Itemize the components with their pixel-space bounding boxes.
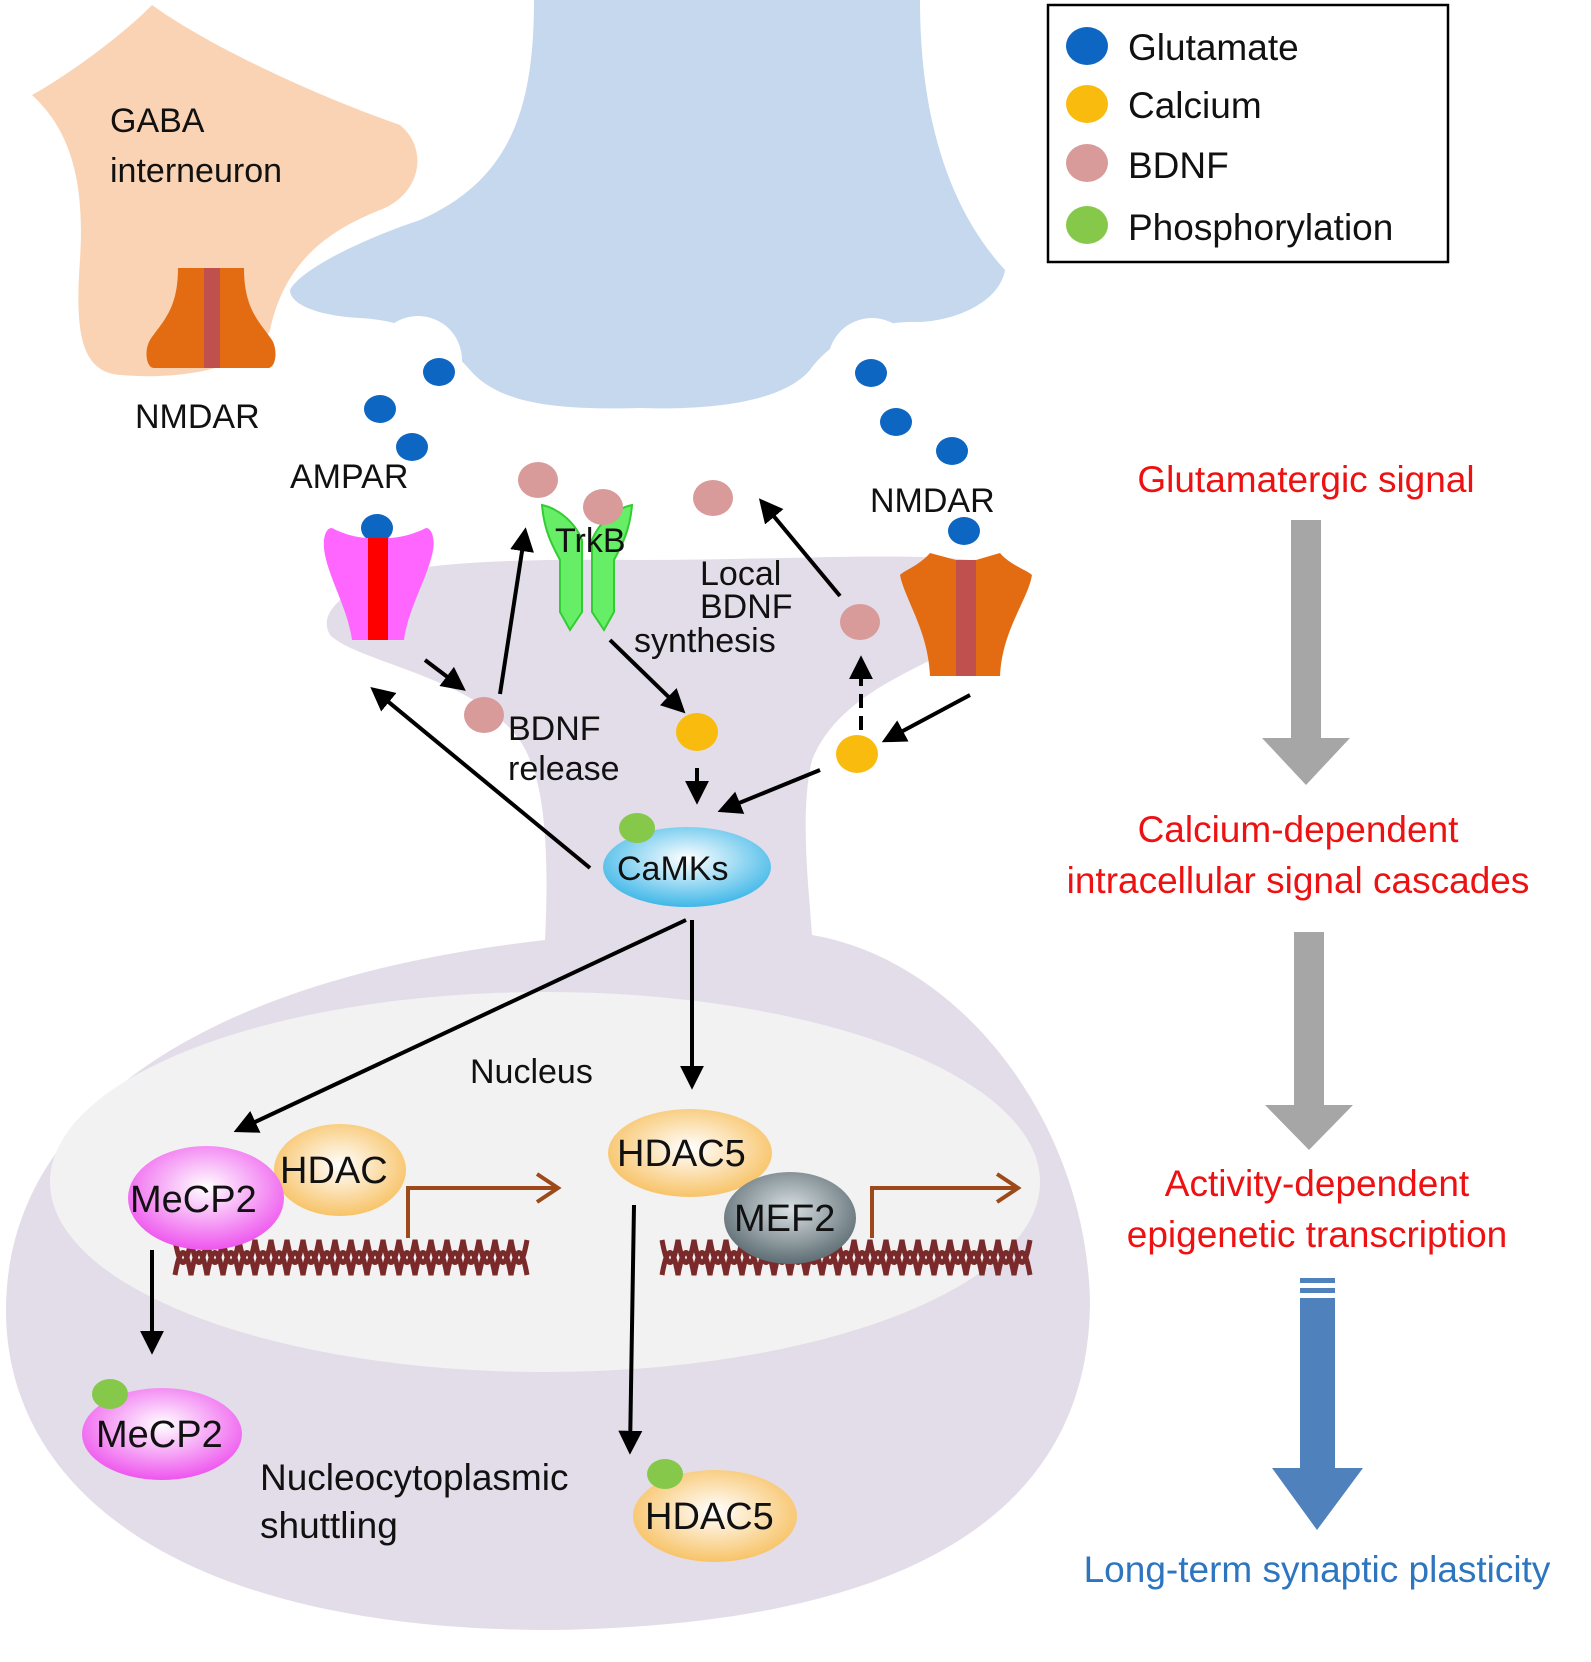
bdnf-release-label-line2: release xyxy=(508,750,620,788)
hdac5-out-node xyxy=(633,1470,797,1562)
flow-step3-line2: epigenetic transcription xyxy=(1127,1214,1508,1255)
legend-glutamate-label: Glutamate xyxy=(1128,27,1299,68)
gaba-label-line2: interneuron xyxy=(110,152,282,190)
legend: Glutamate Calcium BDNF Phosphorylation xyxy=(1046,3,1450,264)
legend-bdnf-label: BDNF xyxy=(1128,145,1229,186)
vesicle-opening-left xyxy=(374,316,462,404)
nucleus-label: Nucleus xyxy=(470,1053,593,1091)
camks-phospho-dot xyxy=(619,813,655,843)
hdac-node xyxy=(274,1124,406,1216)
legend-calcium-label: Calcium xyxy=(1128,85,1262,126)
presynaptic-terminal xyxy=(290,0,1005,409)
bdnf-molecules xyxy=(464,462,880,733)
calcium-ions xyxy=(676,713,878,773)
hdac-label: HDAC xyxy=(280,1150,388,1192)
dna-helix-left xyxy=(172,1239,530,1276)
dna-helix-right xyxy=(659,1239,1033,1276)
nucleus xyxy=(50,992,1040,1372)
ampar-label: AMPAR xyxy=(290,458,408,496)
gaba-label-line1: GABA xyxy=(110,102,205,140)
ampar-receptor xyxy=(323,528,434,640)
transcription-start-arrows xyxy=(406,1172,1022,1238)
bdnf-release-label-line1: BDNF xyxy=(508,710,601,748)
legend-phosphorylation-swatch xyxy=(1066,206,1108,244)
flow-step3-line1: Activity-dependent xyxy=(1165,1163,1470,1204)
flow-step4: Long-term synaptic plasticity xyxy=(1084,1549,1551,1590)
legend-calcium-swatch xyxy=(1066,85,1108,123)
camks-label: CaMKs xyxy=(617,850,728,888)
local-bdnf-label-line3: synthesis xyxy=(634,622,776,660)
nmdar-gaba-label: NMDAR xyxy=(135,398,260,436)
flow-step2-line1: Calcium-dependent xyxy=(1138,809,1460,850)
mef2-label: MEF2 xyxy=(734,1198,835,1240)
flow-step1: Glutamatergic signal xyxy=(1137,459,1474,500)
flow-arrow-1 xyxy=(1262,520,1350,785)
mef2-node xyxy=(724,1172,856,1264)
trkb-receptor xyxy=(540,503,634,632)
gaba-interneuron xyxy=(32,5,418,377)
trkb-label: TrkB xyxy=(555,522,626,560)
flow-arrow-2 xyxy=(1265,932,1353,1150)
mecp2-out-label: MeCP2 xyxy=(96,1414,223,1456)
nmdar-gaba-receptor xyxy=(146,268,276,368)
legend-phosphorylation-label: Phosphorylation xyxy=(1128,207,1393,248)
shuttling-label-line1: Nucleocytoplasmic xyxy=(260,1457,568,1498)
nmdar-post-receptor xyxy=(900,553,1032,676)
glutamate-molecules xyxy=(361,358,980,545)
mecp2-out-node xyxy=(82,1388,242,1480)
signal-arrows xyxy=(140,498,971,1455)
flow-step2-line2: intracellular signal cascades xyxy=(1067,860,1530,901)
flow-arrow-3 xyxy=(1272,1278,1363,1530)
mecp2-out-phospho-dot xyxy=(92,1379,128,1409)
hdac5-node xyxy=(608,1109,772,1197)
mecp2-node xyxy=(128,1146,284,1250)
shuttling-label-line2: shuttling xyxy=(260,1505,398,1546)
camks-node xyxy=(603,827,771,907)
local-bdnf-label-line2: BDNF xyxy=(700,588,793,626)
legend-bdnf-swatch xyxy=(1066,144,1108,182)
hdac5-out-label: HDAC5 xyxy=(645,1496,774,1538)
mecp2-label: MeCP2 xyxy=(130,1179,257,1221)
nmdar-post-label: NMDAR xyxy=(870,482,995,520)
hdac5-label: HDAC5 xyxy=(617,1133,746,1175)
legend-glutamate-swatch xyxy=(1066,27,1108,65)
local-bdnf-label-line1: Local xyxy=(700,555,781,593)
hdac5-out-phospho-dot xyxy=(647,1459,683,1489)
